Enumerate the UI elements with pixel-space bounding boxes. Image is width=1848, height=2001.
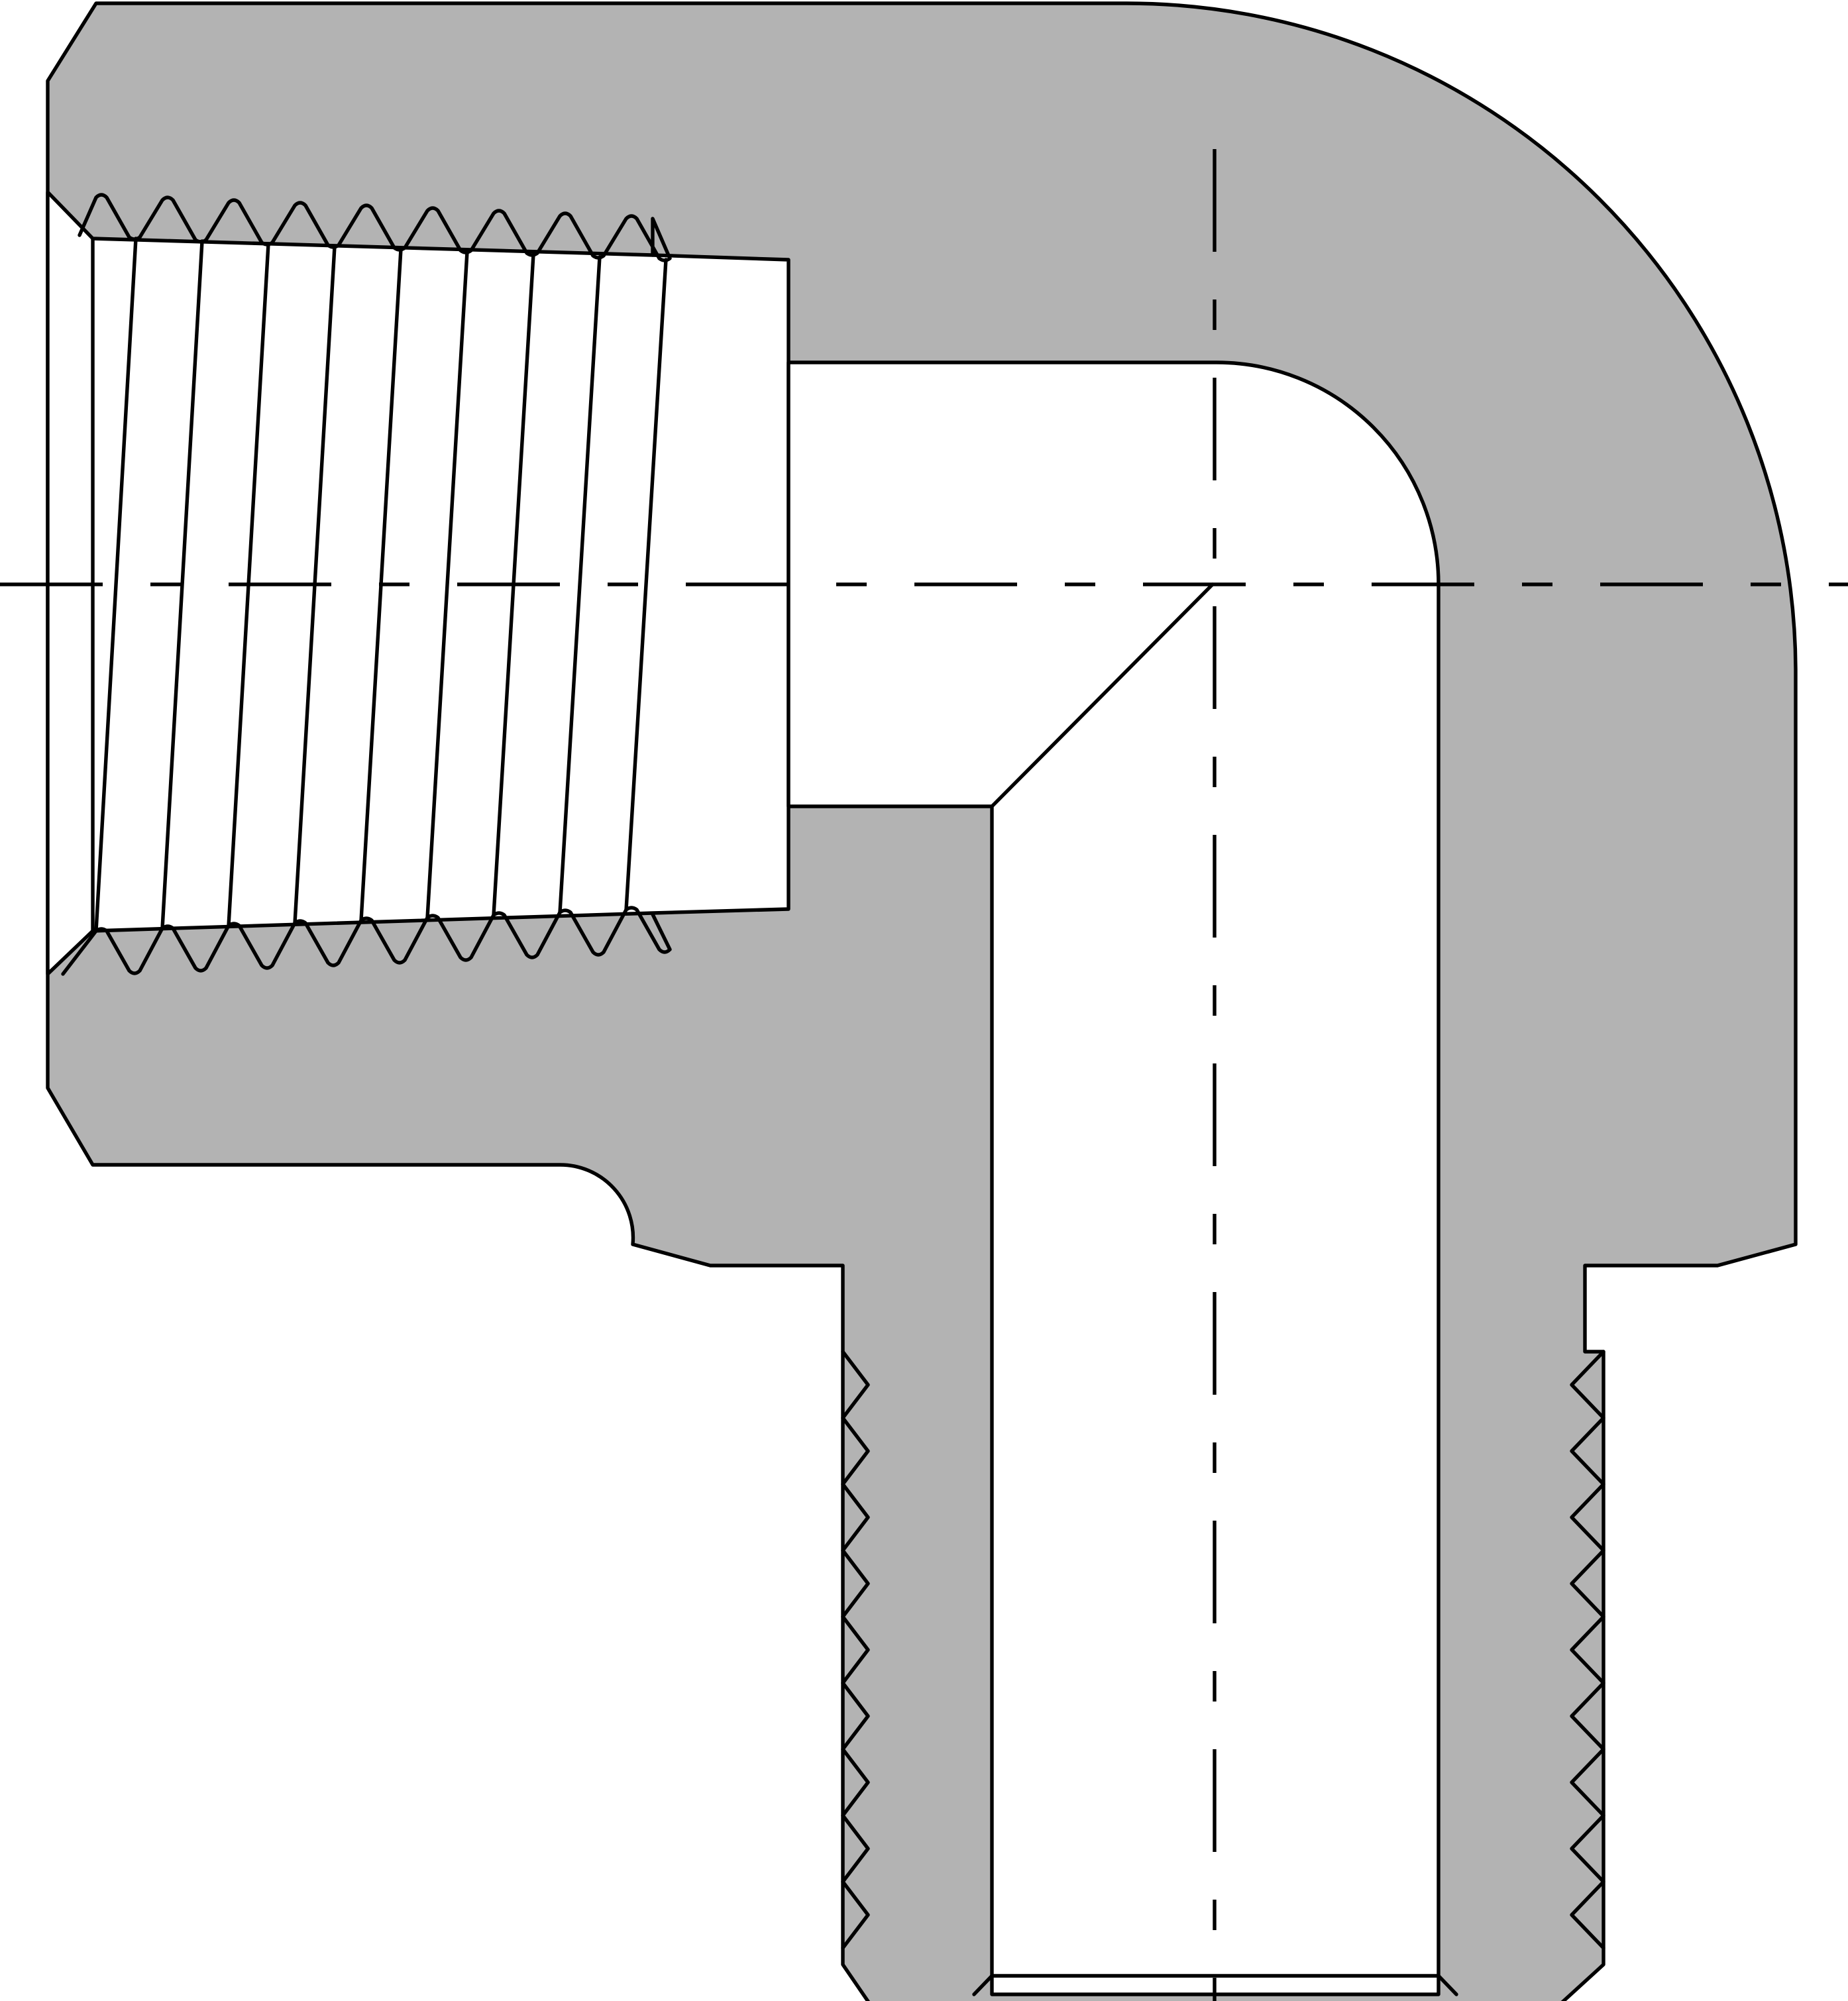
flow-passage <box>787 360 1440 1996</box>
male-thread-left-profile <box>841 1350 870 1950</box>
outlet-end-face <box>972 1974 1458 1996</box>
thread-helix-line <box>425 250 469 920</box>
male-thread-right-profile <box>1570 1350 1605 1950</box>
female-port-bore <box>46 190 790 976</box>
thread-helix-line <box>624 258 668 912</box>
thread-helix-line <box>558 255 602 914</box>
thread-helix-line <box>160 239 204 930</box>
drill-point-edge <box>990 582 1215 808</box>
thread-helix-line <box>94 237 138 933</box>
female-thread-bottom-profile <box>61 906 672 976</box>
female-thread-top-profile <box>78 193 672 262</box>
